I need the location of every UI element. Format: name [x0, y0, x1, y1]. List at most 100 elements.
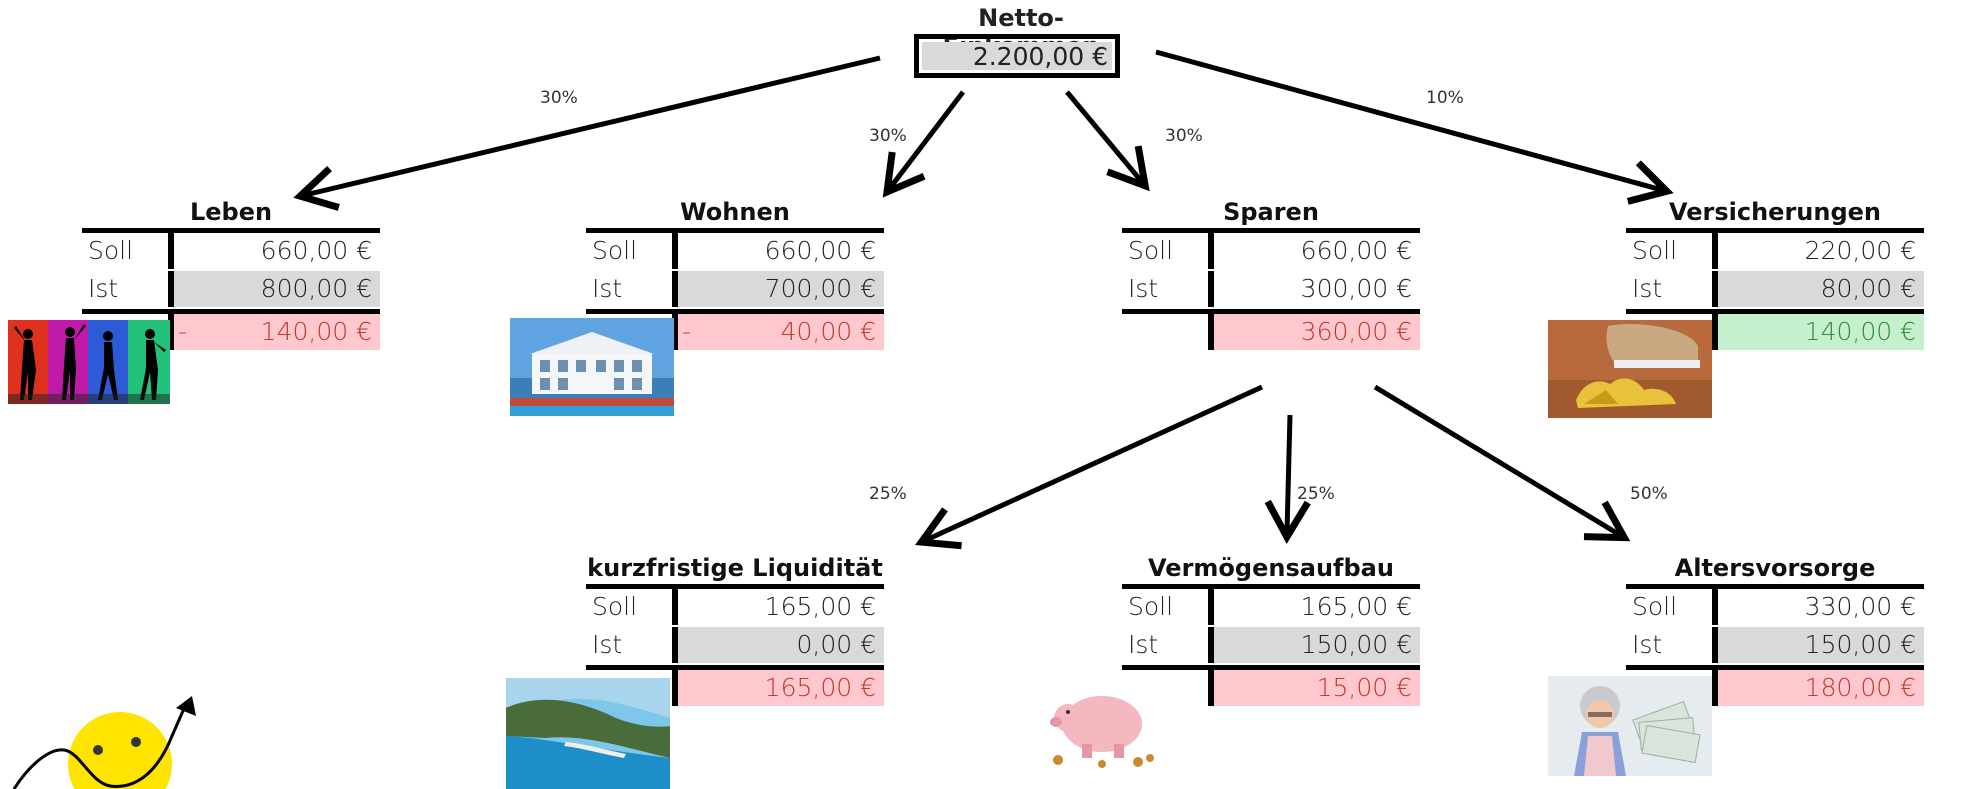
soll-label: Soll [1626, 233, 1718, 269]
ist-value: 0,00 € [678, 627, 884, 663]
ist-label: Ist [1626, 627, 1718, 663]
ist-value: 700,00 € [678, 271, 884, 307]
ist-value: 800,00 € [174, 271, 380, 307]
arrow-versicherungen [1155, 49, 1674, 205]
difference-row: - 40,00 € [586, 309, 884, 352]
soll-row: Soll 165,00 € [1122, 584, 1420, 627]
percent-sparen: 30% [1165, 126, 1203, 146]
ist-value: 300,00 € [1300, 274, 1412, 303]
soll-value: 660,00 € [764, 236, 876, 265]
difference-amount: 40,00 € [780, 317, 876, 346]
arrow-leben [293, 55, 881, 211]
budget-title: Sparen [1223, 198, 1319, 226]
ist-row: Ist 300,00 € [1122, 271, 1420, 309]
difference-sign: - [682, 317, 692, 346]
difference-sign: - [178, 317, 188, 346]
difference-value: - 140,00 € [174, 314, 380, 350]
percent-leben: 30% [540, 88, 578, 108]
budget-title: Altersvorsorge [1674, 554, 1876, 582]
percent-liquiditaet: 25% [869, 484, 907, 504]
dancers-image [8, 320, 170, 404]
grandma-money-image [1548, 676, 1712, 776]
budget-title: Versicherungen [1668, 198, 1882, 226]
arrow-vermoegen [1264, 414, 1311, 545]
soll-value: 660,00 € [260, 236, 372, 265]
soll-label: Soll [586, 233, 678, 269]
ist-label: Ist [1122, 271, 1214, 307]
soll-label: Soll [1122, 589, 1214, 625]
difference-value: - 40,00 € [678, 314, 884, 350]
soll-row: Soll 660,00 € [1122, 228, 1420, 271]
difference-value: 15,00 € [1214, 670, 1420, 706]
income-value: 2.200,00 € [922, 42, 1112, 71]
arrow-alter [1373, 384, 1631, 542]
difference-row: 180,00 € [1626, 665, 1924, 708]
difference-amount: 360,00 € [1300, 317, 1412, 346]
difference-amount: 140,00 € [260, 317, 372, 346]
difference-value: 180,00 € [1718, 670, 1924, 706]
difference-amount: 140,00 € [1804, 317, 1916, 346]
ist-label: Ist [1626, 271, 1718, 307]
percent-versicherungen: 10% [1426, 88, 1464, 108]
ist-label: Ist [1122, 627, 1214, 663]
difference-amount: 15,00 € [1316, 673, 1412, 702]
ist-label: Ist [586, 627, 678, 663]
income-value-box: 2.200,00 € [914, 34, 1120, 78]
villa-image [510, 318, 674, 416]
percent-vermoegen: 25% [1297, 484, 1335, 504]
difference-value: 140,00 € [1718, 314, 1924, 350]
ist-value: 150,00 € [1214, 627, 1420, 663]
percent-alter: 50% [1630, 484, 1668, 504]
soll-row: Soll 220,00 € [1626, 228, 1924, 271]
difference-amount: 165,00 € [764, 673, 876, 702]
soll-row: Soll 660,00 € [586, 228, 884, 271]
beach-cove-image [506, 678, 670, 789]
piggy-bank-image [1038, 678, 1168, 768]
soll-value: 660,00 € [1300, 236, 1412, 265]
soll-label: Soll [1122, 233, 1214, 269]
soll-row: Soll 660,00 € [82, 228, 380, 271]
difference-row: 360,00 € [1122, 309, 1420, 352]
banana-peel-image [1548, 320, 1712, 418]
difference-row: 140,00 € [1626, 309, 1924, 352]
soll-value: 220,00 € [1804, 236, 1916, 265]
difference-value: 360,00 € [1214, 314, 1420, 350]
budget-sparen: Sparen Soll 660,00 € Ist 300,00 € 360,00 € [1122, 196, 1420, 352]
difference-amount: 180,00 € [1804, 673, 1916, 702]
budget-title: Vermögensaufbau [1148, 554, 1394, 582]
ist-value: 80,00 € [1718, 271, 1924, 307]
soll-row: Soll 330,00 € [1626, 584, 1924, 627]
soll-row: Soll 165,00 € [586, 584, 884, 627]
budget-title: Leben [189, 198, 273, 226]
arrow-wohnen [882, 90, 965, 198]
budget-title: Wohnen [680, 198, 790, 226]
soll-label: Soll [1626, 589, 1718, 625]
percent-wohnen: 30% [869, 126, 907, 146]
budget-title: kurzfristige Liquidität [587, 554, 883, 582]
soll-value: 165,00 € [1300, 592, 1412, 621]
soll-value: 330,00 € [1804, 592, 1916, 621]
arrow-sparen [1065, 90, 1150, 192]
soll-value: 165,00 € [764, 592, 876, 621]
difference-row: 165,00 € [586, 665, 884, 708]
ist-label: Ist [586, 271, 678, 307]
budget-liquiditaet: kurzfristige Liquidität Soll 165,00 € Ist… [586, 552, 884, 708]
ist-value: 150,00 € [1718, 627, 1924, 663]
difference-row: 15,00 € [1122, 665, 1420, 708]
ist-label: Ist [82, 271, 174, 307]
soll-label: Soll [586, 589, 678, 625]
soll-label: Soll [82, 233, 174, 269]
difference-row: - 140,00 € [82, 309, 380, 352]
